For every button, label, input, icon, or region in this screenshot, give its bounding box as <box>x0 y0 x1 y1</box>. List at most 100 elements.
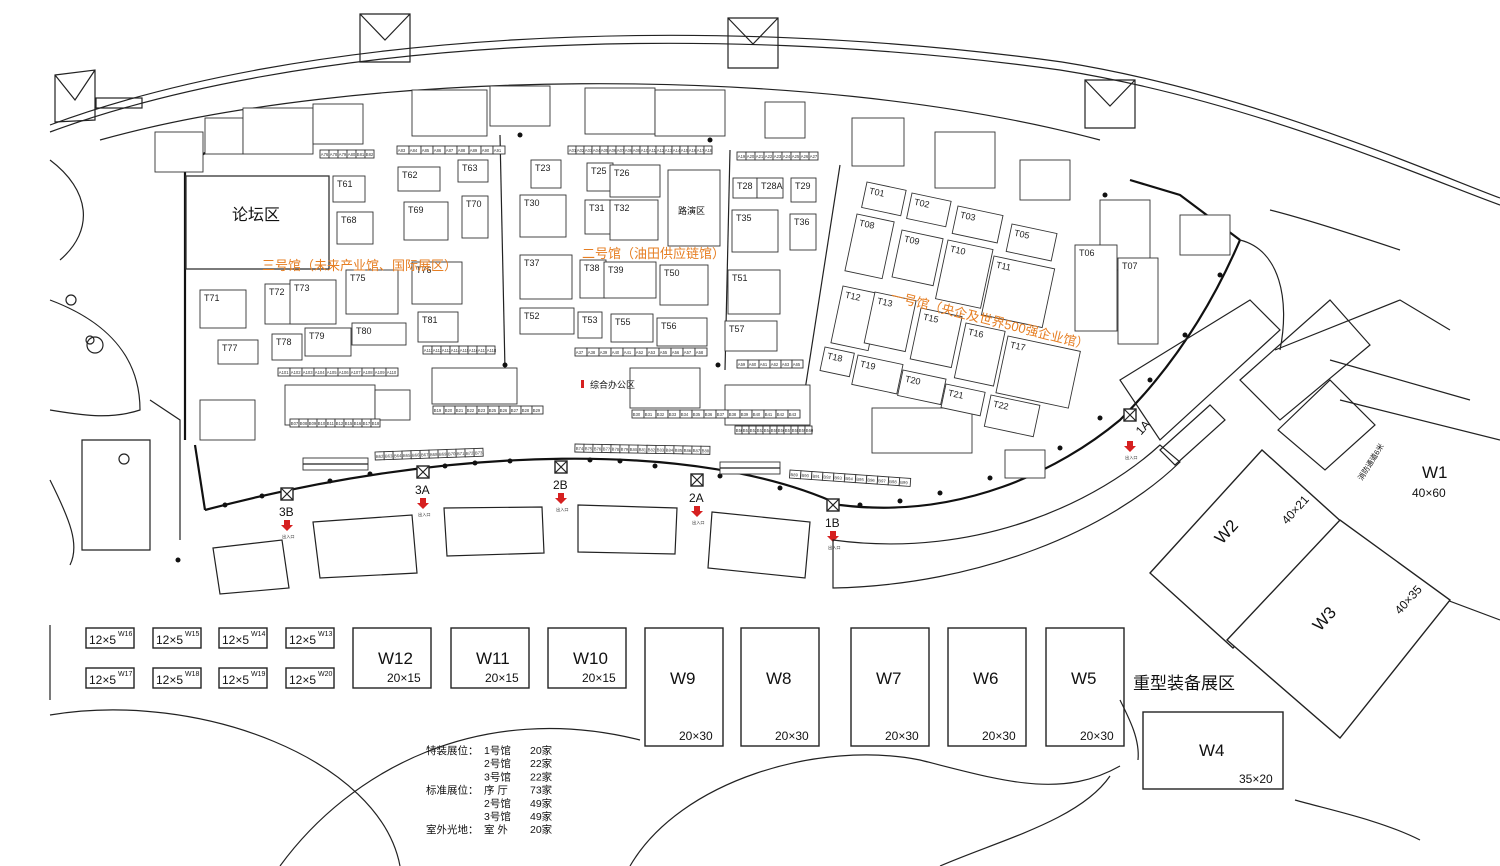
std-booth[interactable] <box>787 409 801 419</box>
special-booth[interactable]: T25 <box>586 162 614 192</box>
special-booth[interactable]: T32 <box>609 199 659 241</box>
std-booth[interactable] <box>364 149 375 159</box>
special-booth[interactable]: T07 <box>1117 257 1159 345</box>
special-booth[interactable]: T17 <box>995 335 1081 409</box>
special-booth[interactable]: T73 <box>289 279 337 325</box>
special-booth[interactable]: T22 <box>983 394 1041 438</box>
special-booth[interactable]: T18 <box>819 346 855 378</box>
std-booth[interactable] <box>370 418 381 428</box>
special-booth[interactable]: T55 <box>610 313 654 343</box>
std-booth[interactable] <box>531 405 544 415</box>
special-booth[interactable]: T15 <box>909 307 963 369</box>
special-booth[interactable]: T09 <box>891 229 944 287</box>
special-booth[interactable]: T78 <box>271 333 303 361</box>
special-booth[interactable]: T76 <box>411 261 463 305</box>
special-booth[interactable]: T30 <box>519 194 567 238</box>
special-booth[interactable]: T28 <box>732 177 758 199</box>
std-booth[interactable] <box>492 145 506 155</box>
special-booth[interactable]: T53 <box>577 311 603 339</box>
special-booth[interactable]: T35 <box>731 209 779 253</box>
std-booth[interactable] <box>385 367 399 377</box>
special-booth[interactable]: T31 <box>584 199 612 235</box>
special-booth[interactable]: T05 <box>1005 223 1058 262</box>
special-booth[interactable]: T81 <box>417 311 459 343</box>
special-booth[interactable]: T69 <box>403 201 449 241</box>
std-booth[interactable] <box>804 425 813 435</box>
special-booth[interactable]: T01 <box>861 181 907 217</box>
special-booth[interactable]: T52 <box>519 307 575 335</box>
special-booth[interactable]: T57 <box>724 320 778 352</box>
special-booth[interactable]: T20 <box>897 369 947 406</box>
std-booth[interactable] <box>473 447 484 458</box>
std-booth-id: A09 <box>633 148 641 153</box>
special-booth[interactable]: T56 <box>656 317 708 347</box>
special-booth[interactable]: T19 <box>851 354 904 395</box>
special-booth[interactable]: T37 <box>519 254 573 300</box>
special-booth[interactable]: T28A <box>756 177 784 199</box>
std-booth-id: B38 <box>729 412 737 417</box>
special-booth[interactable]: T77 <box>217 339 259 365</box>
std-booth[interactable] <box>791 359 804 369</box>
special-booth[interactable]: T11 <box>980 255 1056 329</box>
special-booth[interactable]: T80 <box>351 322 407 346</box>
special-booth[interactable]: T13 <box>863 291 917 353</box>
special-booth[interactable]: T38 <box>579 259 607 299</box>
special-booth[interactable]: T71 <box>199 289 247 329</box>
std-booth[interactable] <box>700 445 711 455</box>
special-booth[interactable]: T02 <box>906 192 952 228</box>
special-booth[interactable]: T16 <box>953 322 1006 387</box>
special-booth[interactable]: T61 <box>332 175 366 203</box>
special-booth[interactable]: T79 <box>304 327 352 357</box>
special-booth[interactable]: T68 <box>336 211 374 245</box>
special-booth[interactable]: T08 <box>844 213 895 280</box>
special-booth[interactable]: T39 <box>603 261 657 299</box>
special-booth[interactable]: T23 <box>530 159 562 189</box>
special-booth[interactable]: T63 <box>457 159 489 183</box>
special-booth[interactable]: T03 <box>951 205 1004 244</box>
special-booth[interactable]: T29 <box>790 177 817 203</box>
std-booth-id: A63 <box>782 362 790 367</box>
special-booth[interactable]: T62 <box>397 166 441 192</box>
special-booth[interactable]: T21 <box>940 383 986 417</box>
std-booth[interactable] <box>703 145 713 155</box>
special-booth[interactable]: T70 <box>461 195 489 239</box>
special-booth[interactable]: T75 <box>345 269 399 315</box>
special-booth[interactable]: T26 <box>609 164 661 198</box>
special-booth[interactable]: T51 <box>727 269 781 315</box>
special-booth[interactable]: T10 <box>934 239 994 309</box>
special-booth[interactable]: T36 <box>789 213 817 251</box>
std-booth[interactable] <box>485 345 496 355</box>
special-booth[interactable]: T06 <box>1074 244 1118 332</box>
std-booth[interactable] <box>694 347 708 357</box>
std-booth[interactable] <box>898 477 912 487</box>
legend-place: 序 厅 <box>484 784 508 797</box>
booth-outline <box>909 307 963 369</box>
special-booth[interactable]: T50 <box>659 264 709 306</box>
std-booth[interactable] <box>808 151 819 161</box>
